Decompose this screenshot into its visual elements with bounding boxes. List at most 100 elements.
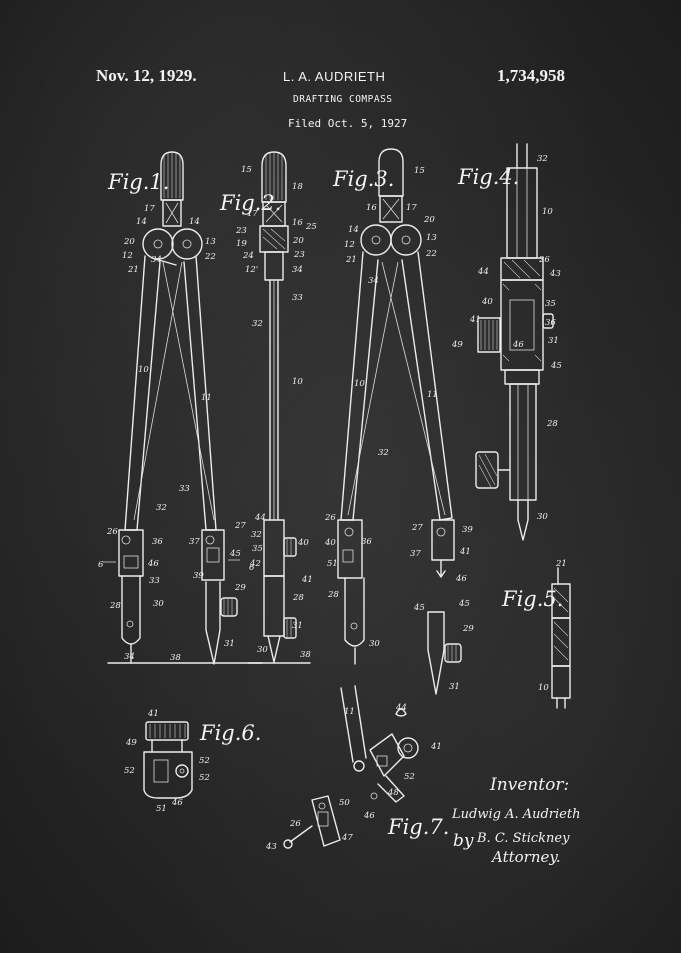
attorney-label: Attorney. bbox=[490, 848, 561, 866]
fig3-label: Fig.3. bbox=[332, 167, 394, 191]
reference-numeral: 26 bbox=[324, 513, 336, 523]
figure-7-numerals: 11 44 41 52 48 50 46 26 43 47 bbox=[265, 703, 442, 852]
reference-numeral: 41 bbox=[459, 547, 471, 557]
reference-numeral: 21 bbox=[555, 559, 567, 569]
reference-numeral: 46 bbox=[512, 340, 524, 350]
by-label: by bbox=[453, 831, 474, 851]
patent-date: Nov. 12, 1929. bbox=[96, 66, 197, 85]
figure-6-numerals: 41 49 52 52 52 46 51 bbox=[124, 709, 210, 814]
reference-numeral: 14 bbox=[348, 225, 359, 235]
reference-numeral: 46 bbox=[171, 798, 183, 808]
inventor-name: L. A. AUDRIETH bbox=[283, 69, 386, 84]
fig1-label: Fig.1. bbox=[107, 170, 169, 194]
reference-numeral: 34 bbox=[151, 255, 162, 265]
reference-numeral: 30 bbox=[153, 599, 164, 609]
reference-numeral: 33 bbox=[149, 576, 160, 586]
reference-numeral: 34 bbox=[124, 652, 135, 662]
reference-numeral: 39 bbox=[193, 571, 204, 581]
reference-numeral: 47 bbox=[341, 833, 353, 843]
reference-numeral: 16 bbox=[292, 218, 303, 228]
reference-numeral: 33 bbox=[179, 484, 190, 494]
figure-1-drawing: Fig.1. bbox=[103, 151, 263, 665]
reference-numeral: 37 bbox=[189, 537, 200, 547]
reference-numeral: 44 bbox=[254, 513, 266, 523]
figure-4-numerals: 32 10 26 44 43 40 35 41 36 49 31 46 45 2… bbox=[451, 154, 562, 522]
reference-numeral: 12 bbox=[122, 251, 133, 261]
fig5-label: Fig.5. bbox=[501, 587, 563, 611]
reference-numeral: 46 bbox=[455, 574, 467, 584]
reference-numeral: 35 bbox=[252, 544, 263, 554]
reference-numeral: 34 bbox=[368, 276, 379, 286]
reference-numeral: 35 bbox=[545, 299, 556, 309]
reference-numeral: 43 bbox=[549, 269, 561, 279]
reference-numeral: 31 bbox=[449, 682, 460, 692]
inventor-label: Inventor: bbox=[489, 775, 569, 795]
reference-numeral: 42 bbox=[249, 559, 261, 569]
reference-numeral: 28 bbox=[292, 593, 304, 603]
reference-numeral: 17 bbox=[144, 204, 155, 214]
reference-numeral: 39 bbox=[462, 525, 473, 535]
patent-number: 1,734,958 bbox=[497, 66, 565, 85]
reference-numeral: 36 bbox=[361, 537, 372, 547]
reference-numeral: 10 bbox=[542, 207, 553, 217]
reference-numeral: 12 bbox=[344, 240, 355, 250]
reference-numeral: 27 bbox=[234, 521, 246, 531]
reference-numeral: 18 bbox=[292, 182, 303, 192]
reference-numeral: 29 bbox=[462, 624, 474, 634]
figure-3-numerals: 15 16 17 14 20 12 13 21 22 34 10 11 32 2… bbox=[324, 166, 474, 692]
reference-numeral: 11 bbox=[201, 393, 212, 403]
reference-numeral: 49 bbox=[125, 738, 137, 748]
reference-numeral: 32 bbox=[251, 530, 262, 540]
reference-numeral: 51 bbox=[327, 559, 338, 569]
reference-numeral: 25 bbox=[305, 222, 317, 232]
reference-numeral: 45 bbox=[229, 549, 241, 559]
reference-numeral: 49 bbox=[451, 340, 463, 350]
reference-numeral: 41 bbox=[147, 709, 159, 719]
reference-numeral: 20 bbox=[123, 237, 135, 247]
reference-numeral: 26 bbox=[538, 255, 550, 265]
reference-numeral: 29 bbox=[234, 583, 246, 593]
reference-numeral: 45 bbox=[413, 603, 425, 613]
reference-numeral: 20 bbox=[423, 215, 435, 225]
reference-numeral: 32 bbox=[378, 448, 389, 458]
reference-numeral: 52 bbox=[199, 756, 210, 766]
figure-3-drawing: Fig.3. bbox=[332, 148, 462, 695]
fig2-label: Fig.2. bbox=[219, 191, 281, 215]
figure-4-drawing: Fig.4. bbox=[457, 143, 554, 541]
reference-numeral: 52 bbox=[404, 772, 415, 782]
reference-numeral: 40 bbox=[297, 538, 309, 548]
reference-numeral: 16 bbox=[366, 203, 377, 213]
reference-numeral: 17 bbox=[406, 203, 417, 213]
reference-numeral: 13 bbox=[205, 237, 216, 247]
reference-numeral: 14 bbox=[136, 217, 147, 227]
reference-numeral: 24 bbox=[242, 251, 254, 261]
reference-numeral: 28 bbox=[546, 419, 558, 429]
reference-numeral: 51 bbox=[156, 804, 167, 814]
reference-numeral: 11 bbox=[427, 390, 438, 400]
filing-date: Filed Oct. 5, 1927 bbox=[288, 117, 408, 130]
reference-numeral: 36 bbox=[545, 318, 556, 328]
reference-numeral: 19 bbox=[236, 239, 247, 249]
reference-numeral: 37 bbox=[410, 549, 421, 559]
signature-block: Inventor: Ludwig A. Audrieth by B. C. St… bbox=[451, 775, 580, 866]
figure-1-numerals: 17 14 14 13 20 22 12 34 21 10 11 33 32 2… bbox=[98, 204, 255, 663]
reference-numeral: 52 bbox=[124, 766, 135, 776]
reference-numeral: 31 bbox=[224, 639, 235, 649]
reference-numeral: 36 bbox=[152, 537, 163, 547]
reference-numeral: 15 bbox=[414, 166, 425, 176]
reference-numeral: 12' bbox=[245, 265, 258, 275]
reference-numeral: 6 bbox=[249, 563, 255, 573]
fig6-label: Fig.6. bbox=[199, 721, 261, 745]
reference-numeral: 40 bbox=[481, 297, 493, 307]
reference-numeral: 46 bbox=[147, 559, 159, 569]
reference-numeral: 32 bbox=[252, 319, 263, 329]
reference-numeral: 21 bbox=[345, 255, 357, 265]
reference-numeral: 45 bbox=[550, 361, 562, 371]
reference-numeral: 38 bbox=[300, 650, 311, 660]
reference-numeral: 41 bbox=[430, 742, 442, 752]
document-title: DRAFTING COMPASS bbox=[293, 94, 393, 105]
reference-numeral: 48 bbox=[387, 788, 399, 798]
reference-numeral: 6 bbox=[98, 560, 104, 570]
